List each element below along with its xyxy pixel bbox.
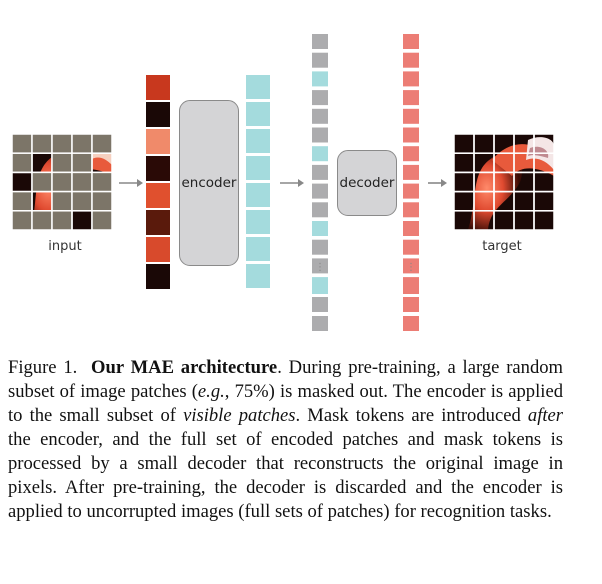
target-label: target: [467, 239, 537, 254]
caption-title: Our MAE architecture: [91, 357, 277, 378]
output-token: [403, 34, 419, 49]
encoded-token: [246, 183, 270, 207]
encoded-token: [246, 156, 270, 180]
encoded-token: [246, 102, 270, 126]
input-label: input: [30, 239, 100, 254]
encoder-box: encoder: [179, 100, 239, 266]
masked-patch: [92, 211, 112, 230]
output-token: [403, 202, 419, 217]
mask-token: [312, 297, 328, 312]
masked-patch: [72, 134, 92, 153]
output-token: [403, 240, 419, 255]
mask-token: [312, 240, 328, 255]
encoded-token: [246, 75, 270, 99]
output-token: [403, 279, 419, 294]
caption-figure-number: Figure 1.: [8, 357, 77, 378]
masked-patch: [92, 134, 112, 153]
mask-token: [312, 184, 328, 199]
output-token: [403, 90, 419, 105]
masked-patch: [72, 172, 92, 191]
encoded-token: [246, 237, 270, 261]
output-token: [403, 316, 419, 331]
masked-patch: [92, 172, 112, 191]
arrow-input-to-strip: [119, 179, 143, 187]
mask-token: [312, 90, 328, 105]
masked-patch: [32, 172, 52, 191]
mae-architecture-figure: ⋮ ⋮ encoder decoder input target: [0, 0, 602, 340]
visible-patch: [146, 237, 170, 262]
encoded-token: [246, 210, 270, 234]
visible-patch: [146, 156, 170, 181]
arrow-output-to-target: [428, 179, 447, 187]
full-token-sequence: [312, 34, 328, 331]
target-image: [454, 134, 554, 230]
visible-patch: [146, 129, 170, 154]
encoded-token: [246, 129, 270, 153]
masked-patch: [52, 153, 72, 172]
visible-patch: [146, 264, 170, 289]
masked-patch: [12, 192, 32, 211]
mask-token: [312, 53, 328, 68]
decoder-label: decoder: [340, 175, 395, 191]
encoded-token: [312, 146, 328, 161]
masked-patch: [52, 192, 72, 211]
masked-patch: [32, 211, 52, 230]
mask-token: [312, 34, 328, 49]
visible-patch: [146, 210, 170, 235]
output-token: [403, 71, 419, 86]
mask-token: [312, 316, 328, 331]
masked-patch: [72, 192, 92, 211]
masked-patch: [72, 153, 92, 172]
encoded-token: [312, 71, 328, 86]
output-token: [403, 297, 419, 312]
output-token: [403, 128, 419, 143]
output-ellipsis: ⋮: [406, 262, 416, 273]
mask-token: [312, 165, 328, 180]
output-token: [403, 146, 419, 161]
encoded-tokens: [246, 75, 270, 288]
output-token: [403, 221, 419, 236]
mask-token: [312, 202, 328, 217]
output-token: [403, 184, 419, 199]
visible-patch: [146, 102, 170, 127]
arrow-encoder-to-sequence: [280, 179, 304, 187]
output-token: [403, 53, 419, 68]
masked-patch: [12, 134, 32, 153]
sequence-ellipsis: ⋮: [315, 262, 325, 273]
masked-patch: [32, 134, 52, 153]
figure-caption: Figure 1. Our MAE architecture. During p…: [8, 356, 563, 524]
masked-patch: [52, 172, 72, 191]
encoded-token: [312, 279, 328, 294]
output-token: [403, 165, 419, 180]
masked-patch: [92, 192, 112, 211]
encoded-token: [312, 221, 328, 236]
mask-token: [312, 109, 328, 124]
mask-token: [312, 128, 328, 143]
masked-patch: [12, 153, 32, 172]
visible-patches-strip: [146, 75, 170, 289]
architecture-diagram: ⋮ ⋮: [0, 0, 602, 340]
encoded-token: [246, 264, 270, 288]
masked-patch: [12, 211, 32, 230]
encoder-label: encoder: [182, 175, 237, 191]
masked-patch: [52, 134, 72, 153]
visible-patch: [146, 75, 170, 100]
decoder-box: decoder: [337, 150, 397, 216]
masked-patch: [52, 211, 72, 230]
decoder-output-tokens: [403, 34, 419, 331]
output-token: [403, 109, 419, 124]
visible-patch: [146, 183, 170, 208]
